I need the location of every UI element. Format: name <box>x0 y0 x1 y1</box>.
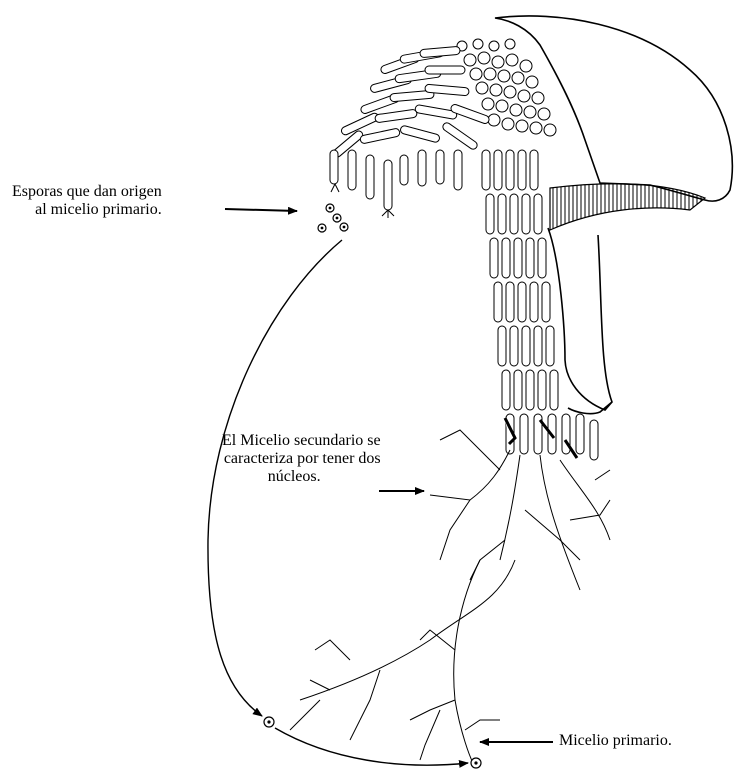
basidia <box>330 150 462 218</box>
cycle-spores <box>264 717 481 768</box>
spores-label-line2: al micelio primario. <box>12 201 162 219</box>
secondary-label-line2: caracteriza por tener dos <box>222 450 381 468</box>
secondary-label-line3: núcleos. <box>222 468 381 486</box>
cycle-arrow-bottom <box>275 728 468 765</box>
secondary-label-line1: El Micelio secundario se <box>222 432 381 450</box>
hyphal-mass-top <box>332 39 556 159</box>
primary-label-line1: Micelio primario. <box>559 732 672 750</box>
spores-pointer-arrow <box>225 209 297 211</box>
primary-mycelium-label: Micelio primario. <box>559 732 672 750</box>
secondary-mycelium-label: El Micelio secundario se caracteriza por… <box>222 432 381 486</box>
spores-label-line1: Esporas que dan origen <box>12 183 162 201</box>
spores <box>318 204 348 232</box>
spores-label: Esporas que dan origen al micelio primar… <box>12 183 162 219</box>
mushroom-gills <box>550 184 705 230</box>
